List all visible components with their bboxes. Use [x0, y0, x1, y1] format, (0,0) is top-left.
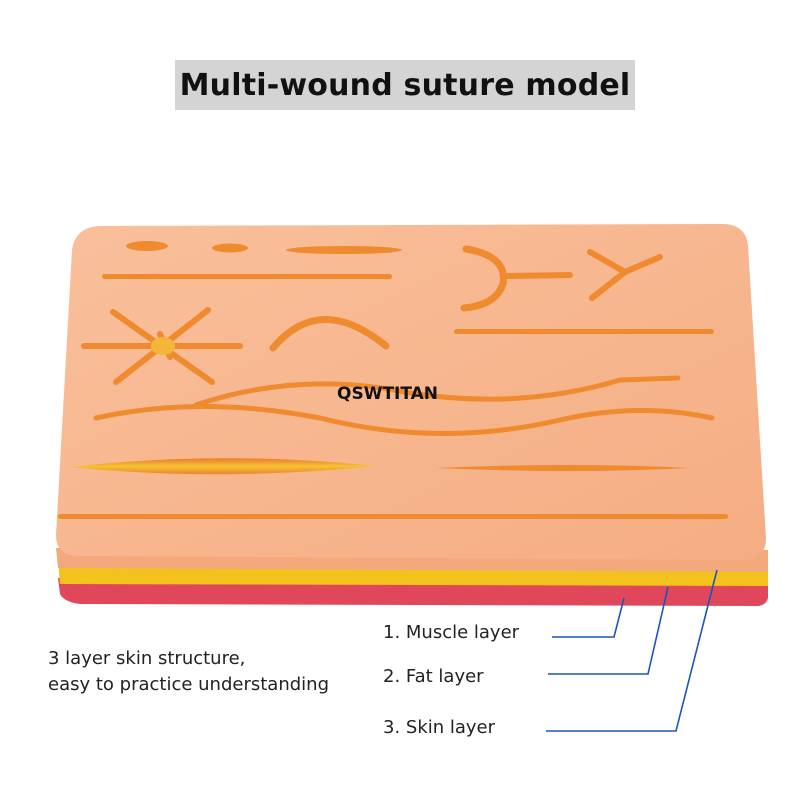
wound-lens-large [70, 458, 376, 475]
wound-star-center [151, 337, 175, 355]
wound-line-bottom [58, 514, 728, 519]
wound-strokes [81, 245, 715, 436]
description-line-1: 3 layer skin structure, [48, 648, 246, 669]
title-text: Multi-wound suture model [179, 67, 631, 103]
watermark: QSWTITAN [337, 384, 439, 404]
wound-y-shape [587, 249, 663, 301]
description: 3 layer skin structure, easy to practice… [48, 646, 329, 698]
wound-line-long-top [102, 274, 392, 279]
wound-wave-lower [93, 404, 715, 436]
layer-label-fat: 2. Fat layer [383, 666, 484, 687]
leader-lines [546, 569, 718, 732]
wound-hook [460, 245, 508, 312]
layer-label-muscle: 1. Muscle layer [383, 622, 520, 643]
wound-lens-right [436, 465, 690, 471]
wound-arc [269, 316, 390, 352]
wound-line-right-mid [454, 329, 714, 334]
leader-line-muscle [552, 597, 625, 638]
wound-dot-1 [126, 241, 168, 251]
wound-hook-tail [505, 272, 573, 279]
wound-slit-top [286, 246, 402, 254]
title-banner: Multi-wound suture model [175, 60, 635, 110]
wound-cuts [58, 241, 728, 519]
leader-line-fat [548, 586, 669, 675]
description-line-2: easy to practice understanding [48, 674, 330, 695]
wound-dot-2 [212, 243, 248, 253]
layer-label-skin: 3. Skin layer [383, 717, 496, 738]
wound-wave-upper [193, 375, 681, 408]
leader-line-skin [546, 569, 718, 732]
